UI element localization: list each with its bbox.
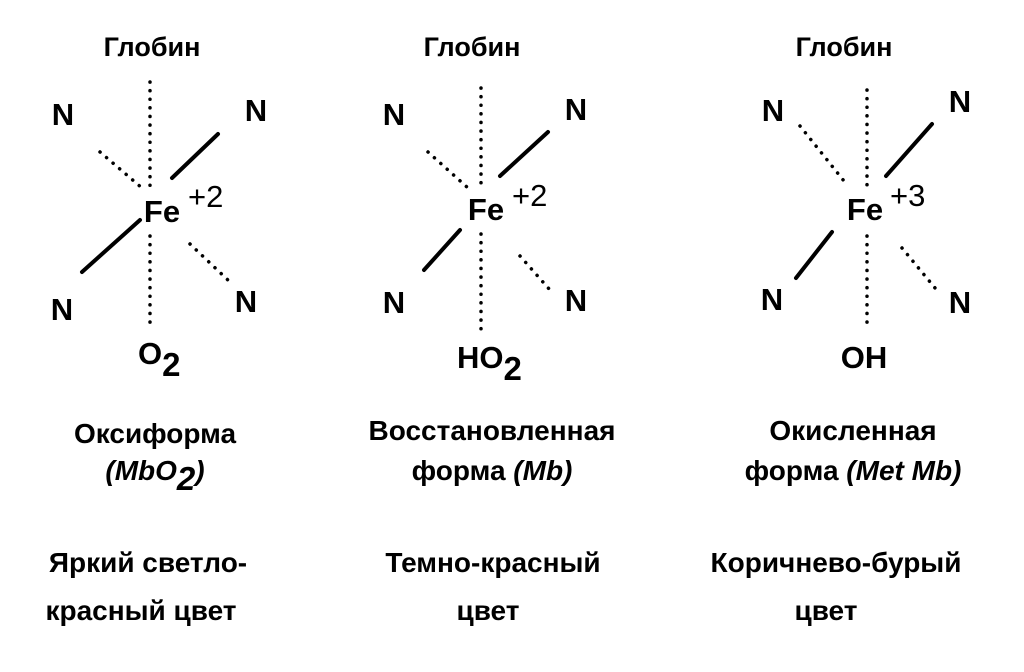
color-description-line1: Яркий светло-: [49, 547, 247, 578]
oxyform-panel: Глобин N N N N Fe +2 O2 Оксиформа (MbO2)…: [45, 32, 267, 626]
nitrogen-bottom-right: N: [235, 284, 257, 319]
bottom-ligand: O2: [138, 336, 180, 383]
oxidized-form-panel: Глобин N N N N Fe +3 OH Окисленная форма…: [711, 32, 972, 626]
form-name: Восстановленная: [369, 415, 616, 446]
nitrogen-bottom-left: N: [51, 292, 73, 327]
form-abbreviation: (MbO2): [105, 455, 204, 497]
n-top-right-bond-solid: [170, 132, 220, 180]
color-description-line2: цвет: [795, 595, 858, 626]
nitrogen-top-left: N: [762, 93, 784, 128]
iron-charge: +2: [512, 178, 547, 213]
n-top-left-bond-dotted: [798, 124, 850, 188]
color-description-line2: красный цвет: [45, 595, 236, 626]
globin-label: Глобин: [424, 32, 521, 62]
color-description-line2: цвет: [457, 595, 520, 626]
nitrogen-bottom-right: N: [565, 283, 587, 318]
iron-charge: +2: [188, 179, 223, 214]
n-bottom-left-bond-solid: [80, 218, 142, 274]
nitrogen-top-right: N: [245, 93, 267, 128]
nitrogen-top-left: N: [52, 97, 74, 132]
nitrogen-top-left: N: [383, 97, 405, 132]
bottom-ligand: HO2: [457, 340, 522, 387]
n-top-left-bond-dotted: [426, 150, 470, 190]
nitrogen-top-right: N: [949, 84, 971, 119]
globin-label: Глобин: [104, 32, 201, 62]
iron-charge: +3: [890, 178, 925, 213]
n-bottom-right-bond-dotted: [518, 254, 552, 292]
n-top-right-bond-solid: [498, 130, 550, 178]
reduced-form-panel: Глобин N N N N Fe +2 HO2 Восстановленная…: [369, 32, 616, 626]
globin-label: Глобин: [796, 32, 893, 62]
n-top-left-bond-dotted: [98, 150, 144, 190]
form-abbreviation: форма (Met Mb): [745, 455, 962, 486]
color-description-line1: Темно-красный: [385, 547, 600, 578]
iron-atom: Fe: [468, 192, 504, 227]
n-top-right-bond-solid: [884, 122, 934, 178]
n-bottom-right-bond-dotted: [188, 242, 232, 284]
nitrogen-top-right: N: [565, 92, 587, 127]
n-bottom-left-bond-solid: [794, 230, 834, 280]
iron-atom: Fe: [847, 192, 883, 227]
iron-atom: Fe: [144, 194, 180, 229]
form-name: Оксиформа: [74, 418, 237, 449]
nitrogen-bottom-left: N: [761, 282, 783, 317]
form-name: Окисленная: [769, 415, 936, 446]
color-description-line1: Коричнево-бурый: [711, 547, 962, 578]
nitrogen-bottom-left: N: [383, 285, 405, 320]
bottom-ligand: OH: [841, 340, 888, 375]
n-bottom-left-bond-solid: [422, 228, 462, 272]
n-bottom-right-bond-dotted: [900, 246, 942, 296]
form-abbreviation: форма (Mb): [412, 455, 573, 486]
nitrogen-bottom-right: N: [949, 285, 971, 320]
